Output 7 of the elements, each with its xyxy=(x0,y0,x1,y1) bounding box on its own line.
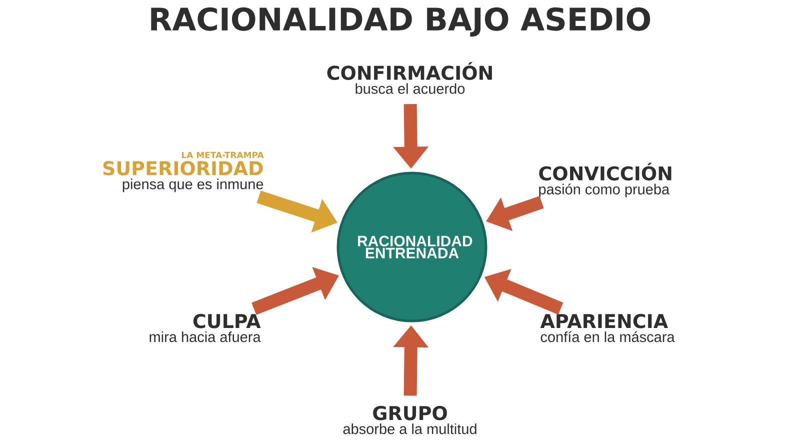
concept-label: CONFIRMACIÓN busca el acuerdo xyxy=(327,62,492,94)
concept-label: GRUPO absorbe a la multitud xyxy=(343,406,476,434)
concept-label: CONVICCIÓN pasión como prueba xyxy=(539,162,672,198)
concept-label: APARIENCIA confía en la máscara xyxy=(540,314,675,342)
concept-label: CULPA mira hacia afuera xyxy=(150,314,261,342)
title: RACIONALIDAD BAJO ASEDIO xyxy=(151,7,650,37)
concept-label: LA META-TRAMPA SUPERIORIDAD piensa que es inmune xyxy=(103,152,264,192)
